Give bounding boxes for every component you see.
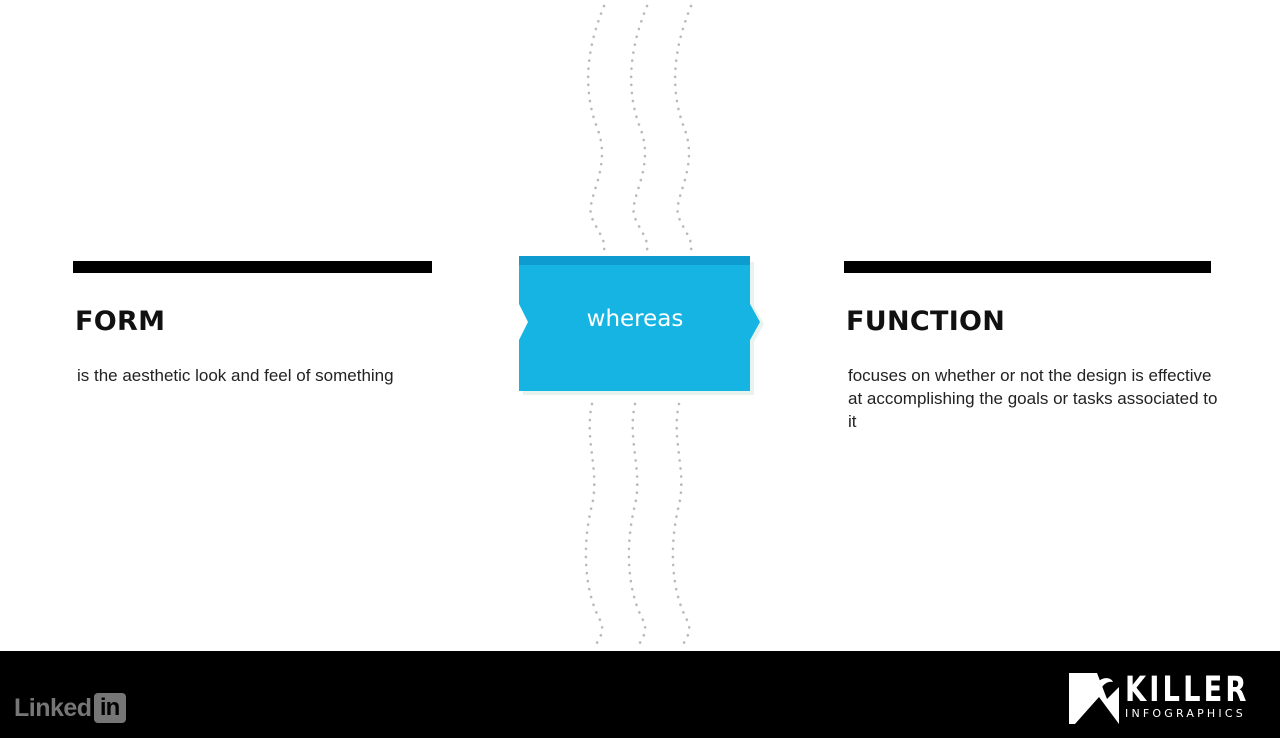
linkedin-wordmark: Linked <box>14 693 92 722</box>
dotted-wavy-line-icon <box>586 4 606 252</box>
killer-infographics-logo: KILLER INFOGRAPHICS <box>1069 673 1280 725</box>
function-description: focuses on whether or not the design is … <box>848 366 1218 431</box>
linkedin-logo: Linked in <box>14 693 126 723</box>
infographics-subtitle: INFOGRAPHICS <box>1125 707 1246 720</box>
linkedin-in-icon: in <box>93 693 126 723</box>
connector-top-edge <box>519 256 750 265</box>
killer-text: KILLER INFOGRAPHICS <box>1125 673 1280 721</box>
dotted-wavy-line-icon <box>584 402 604 650</box>
function-heading: FUNCTION <box>846 306 1006 337</box>
dotted-wavy-line-icon <box>671 402 691 650</box>
connector-body <box>519 256 760 391</box>
dotted-wavy-line-icon <box>627 402 647 650</box>
killer-wordmark: KILLER <box>1125 670 1250 710</box>
killer-k-logo-icon <box>1069 673 1119 724</box>
slide-canvas: FORM is the aesthetic look and feel of s… <box>73 4 1218 650</box>
whereas-connector-shape <box>519 256 764 395</box>
dotted-wavy-line-icon <box>629 4 649 252</box>
right-divider-bar <box>844 261 1211 273</box>
dotted-wavy-lines <box>584 4 693 650</box>
footer-bar: Linked in KILLER INFOGRAPHICS <box>0 651 1280 738</box>
whereas-label: whereas <box>586 306 684 332</box>
form-description: is the aesthetic look and feel of someth… <box>77 366 394 385</box>
dotted-wavy-line-icon <box>673 4 693 252</box>
form-heading: FORM <box>75 306 166 337</box>
left-divider-bar <box>73 261 432 273</box>
